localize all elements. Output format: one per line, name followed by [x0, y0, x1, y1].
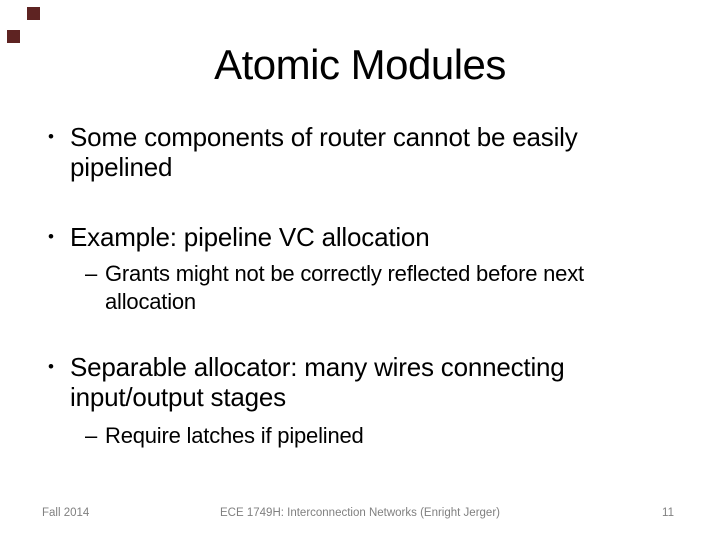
sub-bullet-text: Grants might not be correctly reflected … — [105, 260, 584, 316]
bullet-line: Require latches if pipelined — [105, 423, 364, 448]
sub-bullet-text: Require latches if pipelined — [105, 422, 364, 450]
bullet-line: Separable allocator: many wires connecti… — [70, 352, 565, 382]
bullet-item: • Example: pipeline VC allocation — [40, 222, 676, 252]
bullet-item: • Some components of router cannot be ea… — [40, 122, 676, 182]
bullet-line: Grants might not be correctly reflected … — [105, 261, 584, 286]
slide-title: Atomic Modules — [214, 41, 506, 88]
sub-bullet-item: – Require latches if pipelined — [40, 422, 676, 450]
bullet-line: Some components of router cannot be easi… — [70, 122, 578, 152]
bullet-item: • Separable allocator: many wires connec… — [40, 352, 676, 412]
bullet-line: pipelined — [70, 152, 173, 182]
bullet-line: Example: pipeline VC allocation — [70, 222, 430, 252]
footer-date: Fall 2014 — [42, 507, 90, 519]
bullet-icon: • — [48, 227, 54, 246]
dash-icon: – — [85, 423, 98, 448]
footer-course-title: ECE 1749H: Interconnection Networks (Enr… — [220, 507, 500, 519]
corner-decoration-square-bottom — [7, 30, 20, 43]
bullet-line: allocation — [105, 289, 196, 314]
footer-page-number: 11 — [662, 507, 674, 519]
dash-icon: – — [85, 261, 98, 286]
bullet-icon: • — [48, 127, 54, 146]
bullet-text: Separable allocator: many wires connecti… — [70, 352, 565, 412]
sub-bullet-item: – Grants might not be correctly reflecte… — [40, 260, 676, 316]
bullet-text: Some components of router cannot be easi… — [70, 122, 578, 182]
bullet-line: input/output stages — [70, 382, 286, 412]
corner-decoration-square-top — [27, 7, 40, 20]
slide-body: • Some components of router cannot be ea… — [40, 122, 676, 450]
bullet-text: Example: pipeline VC allocation — [70, 222, 430, 252]
bullet-icon: • — [48, 357, 54, 376]
